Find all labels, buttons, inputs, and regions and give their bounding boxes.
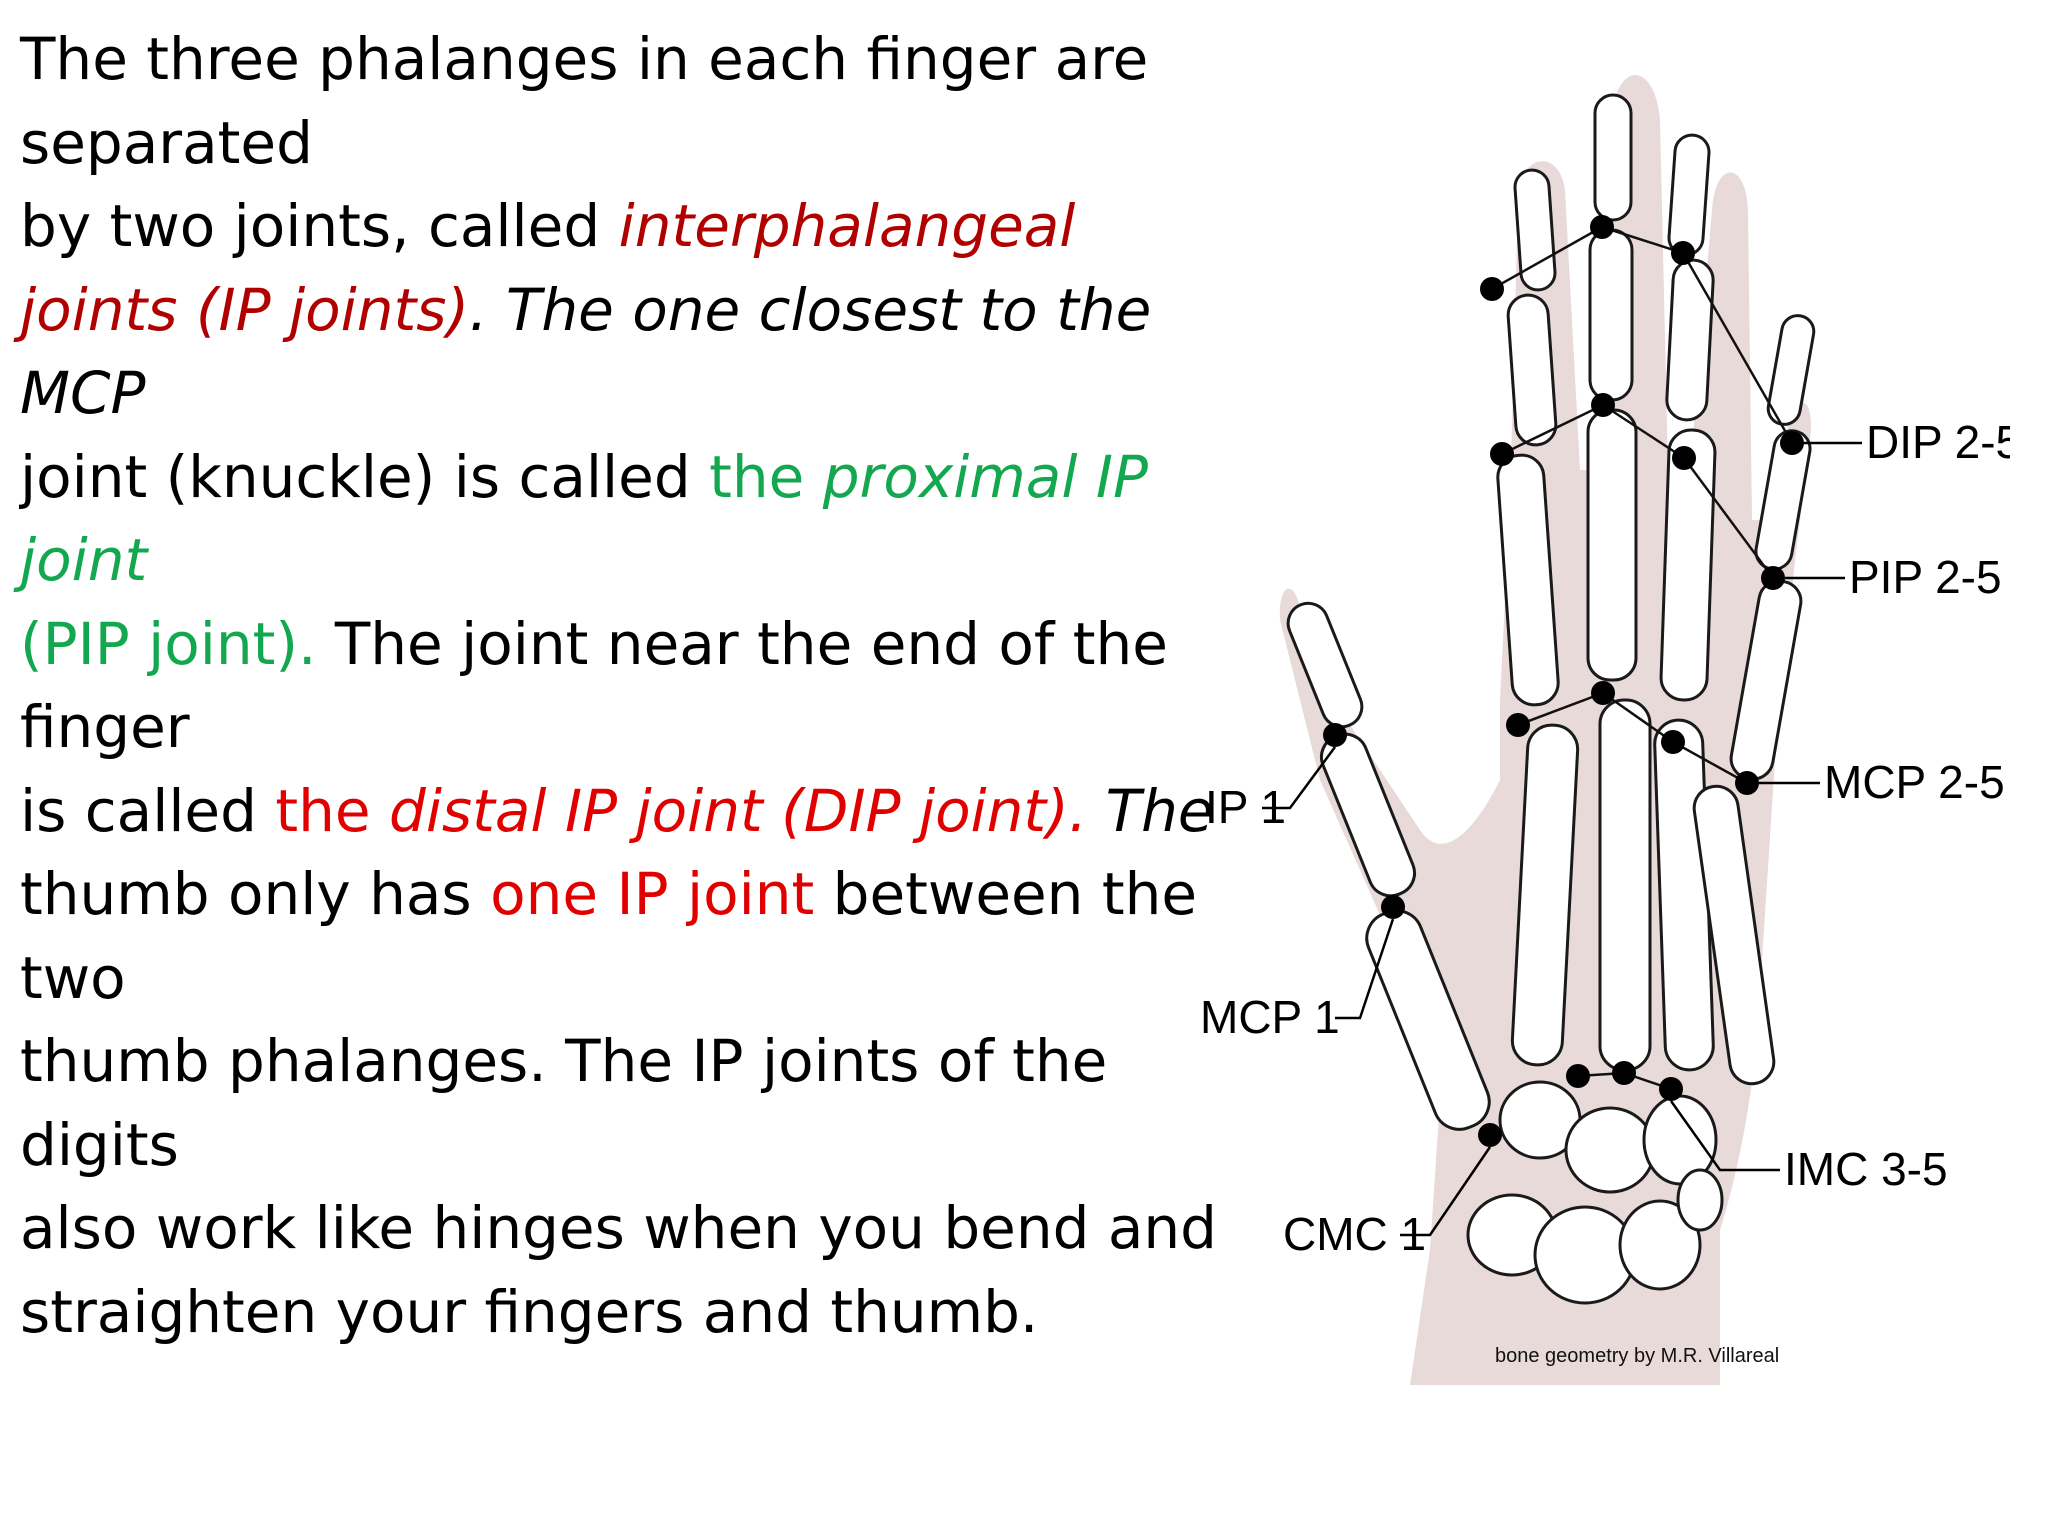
joint-markers — [1323, 215, 1804, 1147]
index-middle-phalanx — [1506, 293, 1558, 447]
text-line: MCP — [20, 359, 146, 427]
label-imc-3-5: IMC 3-5 — [1784, 1143, 1948, 1195]
hand-joint-diagram: DIP 2-5 PIP 2-5 MCP 2-5 IP 1 MCP 1 IMC 3… — [1190, 55, 2010, 1390]
label-cmc-1: CMC 1 — [1283, 1208, 1426, 1260]
text-line: The three phalanges in each finger are — [20, 25, 1149, 93]
text-line: joints (IP joints). The one closest to t… — [20, 275, 1152, 344]
term-one-ip-joint: one IP joint — [490, 860, 815, 928]
term-pip-joint: (PIP joint). — [20, 609, 317, 678]
body-paragraph: The three phalanges in each finger are s… — [20, 18, 1217, 1354]
middle-metacarpal — [1598, 698, 1652, 1072]
index-proximal-phalanx — [1496, 453, 1560, 707]
term-interphalangeal: interphalangeal — [618, 192, 1076, 260]
image-credit: bone geometry by M.R. Villareal — [1495, 1345, 1779, 1367]
text-line: separated — [20, 108, 313, 177]
label-leader-lines — [1262, 441, 1862, 1237]
mcp-connection-line — [1517, 691, 1748, 785]
carpal-bones — [1466, 1080, 1724, 1305]
label-pip: PIP 2-5 — [1849, 551, 2002, 603]
text-line: joint (knuckle) is called the proximal I… — [20, 442, 1148, 511]
text-line: thumb only has one IP joint between the — [20, 860, 1198, 928]
index-metacarpal — [1510, 723, 1580, 1067]
text-line: (PIP joint). The joint near the end of t… — [20, 609, 1168, 678]
text-line: two — [20, 943, 126, 1012]
ring-distal-phalanx — [1667, 133, 1711, 257]
pip-connection-line — [1501, 403, 1775, 579]
text-line: finger — [20, 693, 190, 761]
text-line: also work like hinges when you bend and — [20, 1194, 1217, 1262]
little-metacarpal — [1692, 784, 1776, 1086]
label-ip-1: IP 1 — [1205, 781, 1286, 833]
text-line: straighten your fingers and thumb. — [20, 1277, 1039, 1346]
text-line: by two joints, called interphalangeal — [20, 192, 1076, 260]
label-dip: DIP 2-5 — [1866, 416, 2010, 468]
middle-distal-phalanx — [1593, 93, 1633, 222]
text-line: is called the distal IP joint (DIP joint… — [20, 776, 1214, 845]
thumb-distal-phalanx — [1286, 601, 1364, 729]
term-distal-ip: distal IP joint (DIP joint). — [389, 776, 1088, 845]
middle-middle-phalanx — [1588, 228, 1634, 402]
text-line: digits — [20, 1110, 179, 1179]
ring-middle-phalanx — [1665, 258, 1715, 422]
term-ip-joints: joints (IP joints) — [20, 275, 470, 344]
label-mcp-1: MCP 1 — [1200, 991, 1340, 1043]
term-proximal-ip: proximal IP — [822, 442, 1148, 511]
text-line: thumb phalanges. The IP joints of the — [20, 1027, 1108, 1095]
middle-proximal-phalanx — [1586, 408, 1638, 682]
text-line: joint — [20, 526, 148, 594]
dip-connection-line — [1491, 225, 1794, 444]
label-mcp-2-5: MCP 2-5 — [1824, 756, 2005, 808]
ring-proximal-phalanx — [1659, 428, 1717, 702]
